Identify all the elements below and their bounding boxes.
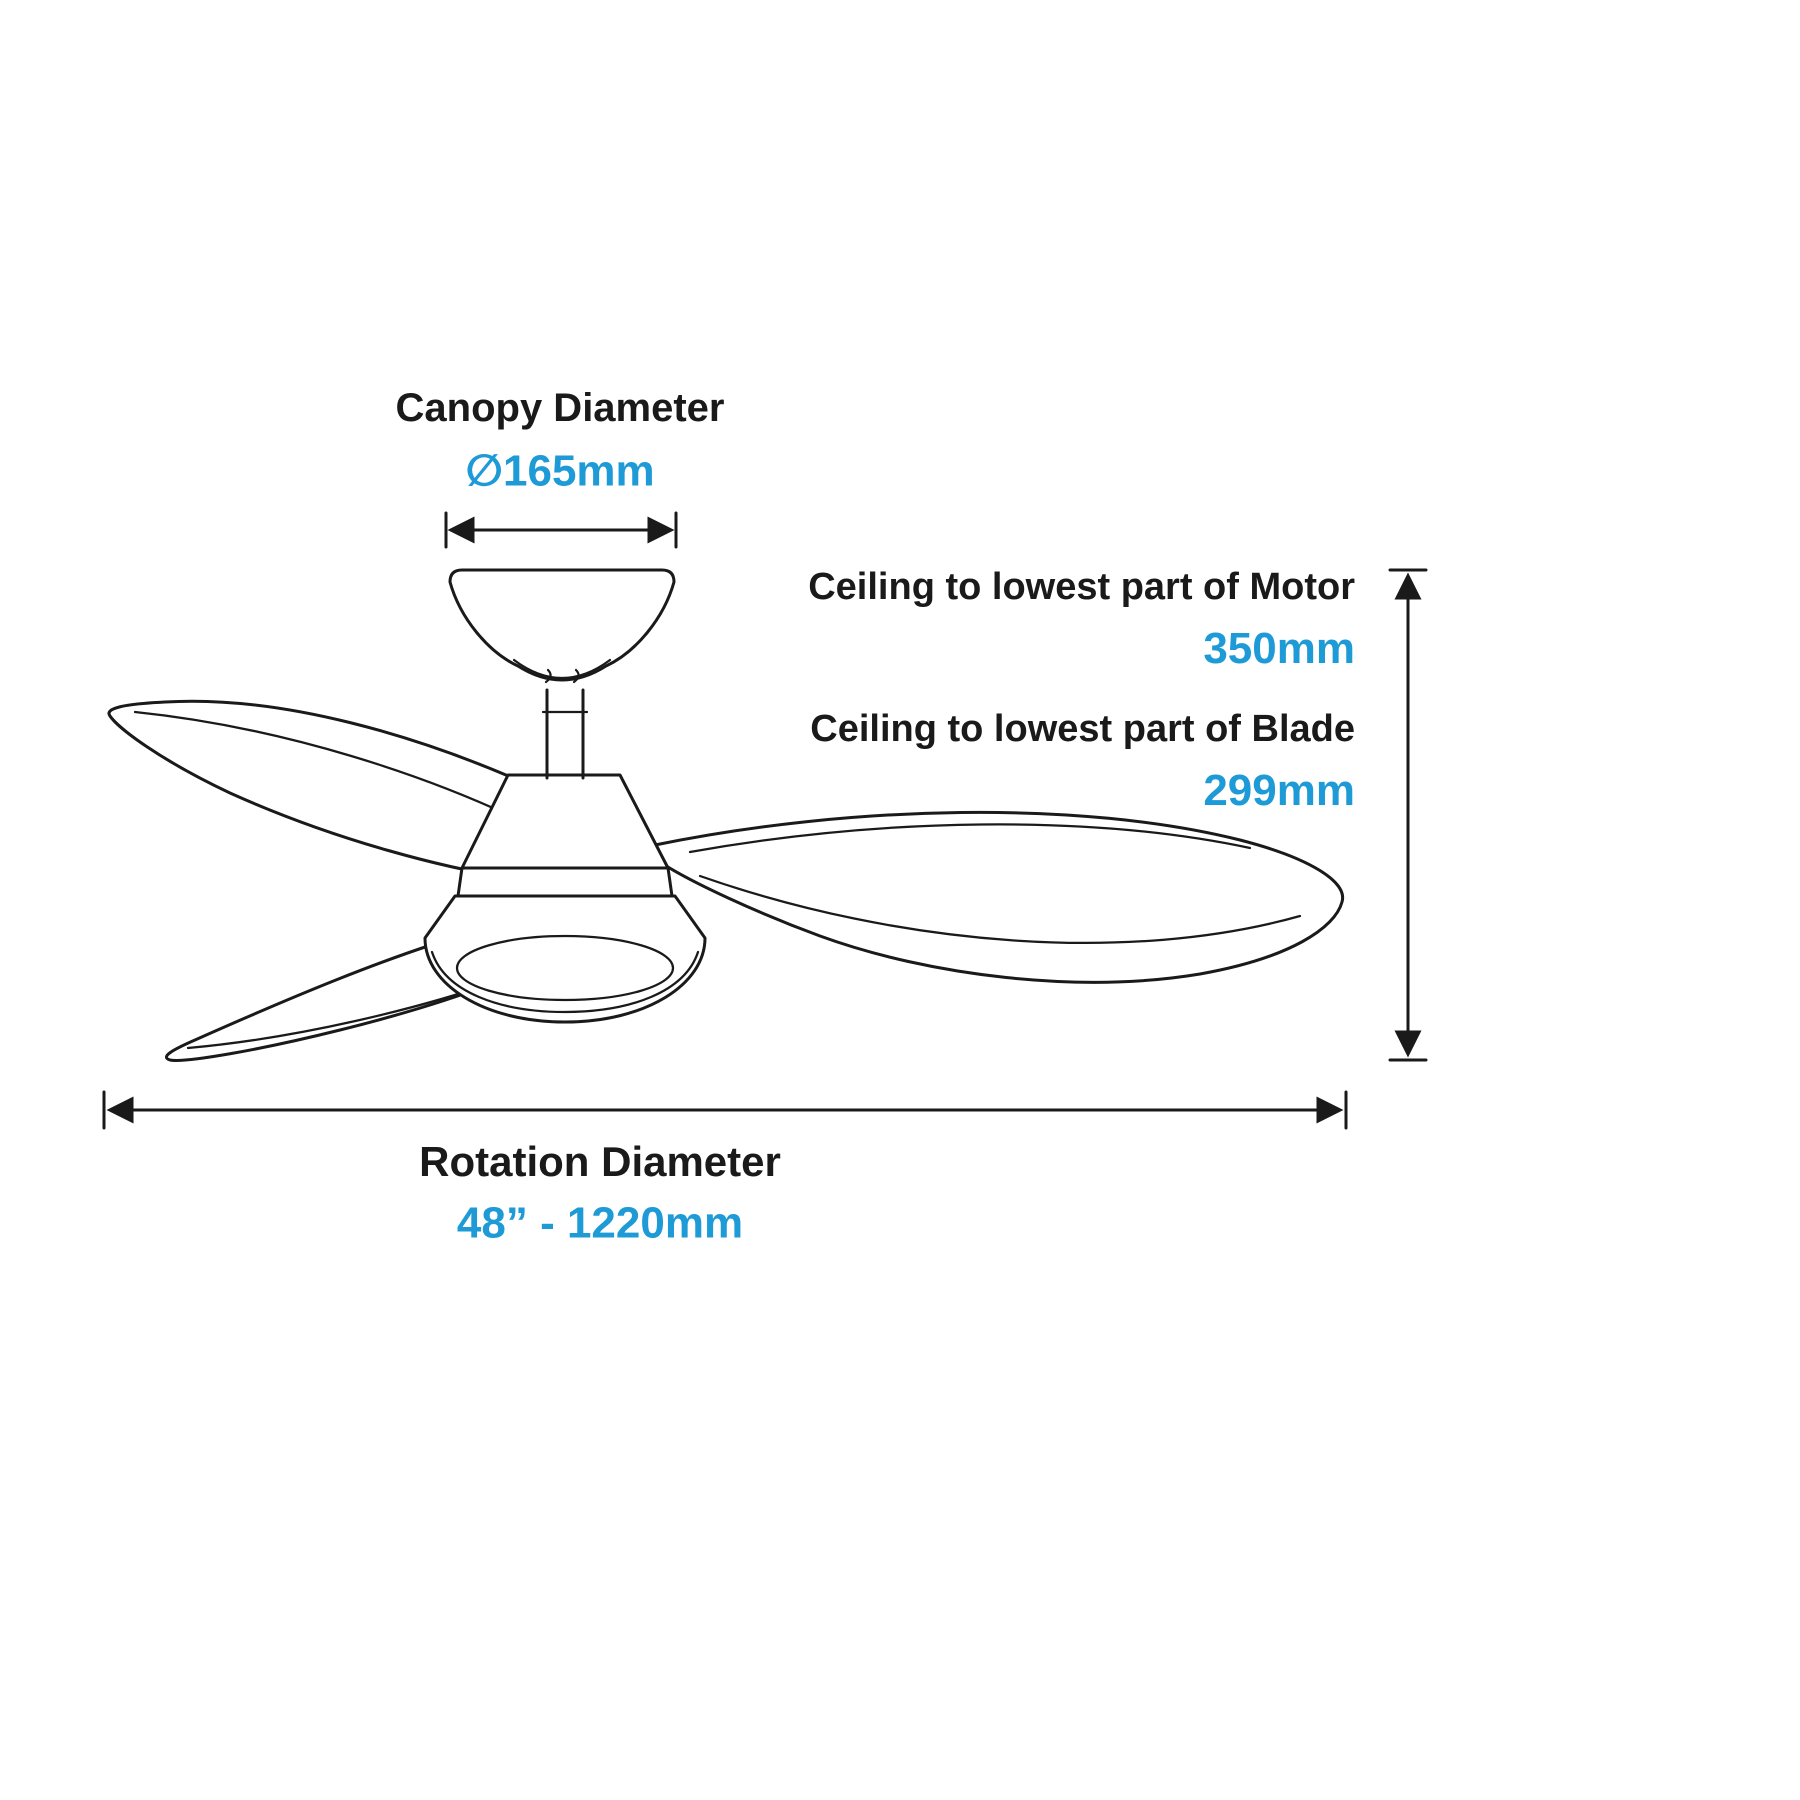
canopy-diameter-label: Canopy Diameter bbox=[395, 386, 725, 430]
ceiling-fan-illustration bbox=[107, 568, 1345, 1062]
fan-motor-housing bbox=[423, 773, 707, 1024]
fan-canopy bbox=[448, 568, 676, 684]
ceiling-to-motor-value: 350mm bbox=[1203, 624, 1355, 673]
ceiling-to-motor-label: Ceiling to lowest part of Motor bbox=[808, 566, 1355, 608]
canopy-diameter-arrow bbox=[444, 511, 678, 549]
fan-light-lens bbox=[455, 934, 675, 1002]
canopy-diameter-value: ∅165mm bbox=[465, 446, 655, 496]
rotation-diameter-label: Rotation Diameter bbox=[419, 1137, 781, 1185]
fan-blade-upper-left bbox=[107, 699, 542, 884]
ceiling-to-blade-value: 299mm bbox=[1203, 766, 1355, 815]
fan-downrod bbox=[541, 688, 589, 780]
rotation-diameter-arrow bbox=[102, 1090, 1348, 1130]
fan-blade-right bbox=[653, 810, 1345, 984]
dimension-arrows bbox=[102, 511, 1428, 1130]
ceiling-to-blade-label: Ceiling to lowest part of Blade bbox=[810, 708, 1355, 750]
rotation-diameter-value: 48” - 1220mm bbox=[456, 1198, 744, 1248]
height-arrow bbox=[1388, 568, 1428, 1062]
